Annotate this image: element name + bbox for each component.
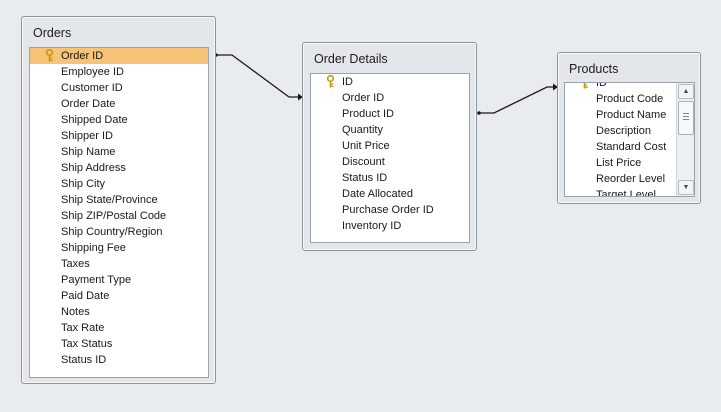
field-name: Reorder Level xyxy=(596,173,666,185)
field-row[interactable]: Order Date xyxy=(30,96,208,112)
order-details-table-window[interactable]: Order Details ID Order ID Product ID Quanti… xyxy=(302,42,477,251)
field-name: Target Level xyxy=(596,189,656,197)
field-name: Employee ID xyxy=(61,66,124,78)
field-row[interactable]: Ship City xyxy=(30,176,208,192)
field-row[interactable]: Order ID xyxy=(30,48,208,64)
scroll-down-arrow-icon[interactable]: ▼ xyxy=(678,180,694,195)
field-name: Ship ZIP/Postal Code xyxy=(61,210,167,222)
field-name: Notes xyxy=(61,306,90,318)
key-icon xyxy=(580,83,589,94)
field-row[interactable]: Unit Price xyxy=(311,138,469,154)
field-row[interactable]: Reorder Level xyxy=(565,171,694,187)
table-title: Products xyxy=(569,62,619,76)
field-row[interactable]: Paid Date xyxy=(30,288,208,304)
field-name: Description xyxy=(596,125,652,137)
field-name: Inventory ID xyxy=(342,220,402,232)
field-name: Status ID xyxy=(342,172,388,184)
relationship-products-orderdetails[interactable] xyxy=(477,83,558,115)
field-name: Standard Cost xyxy=(596,141,667,153)
field-row[interactable]: Taxes xyxy=(30,256,208,272)
field-row[interactable]: Customer ID xyxy=(30,80,208,96)
field-name: Tax Rate xyxy=(61,322,105,334)
field-name: Discount xyxy=(342,156,385,168)
field-name: Ship State/Province xyxy=(61,194,158,206)
field-row[interactable]: Notes xyxy=(30,304,208,320)
field-name: Status ID xyxy=(61,354,107,366)
field-row[interactable]: Ship ZIP/Postal Code xyxy=(30,208,208,224)
field-row[interactable]: Inventory ID xyxy=(311,218,469,234)
field-name: List Price xyxy=(596,157,642,169)
field-name: Product ID xyxy=(342,108,394,120)
field-row[interactable]: Standard Cost xyxy=(565,139,694,155)
field-name: Unit Price xyxy=(342,140,390,152)
field-name: Ship City xyxy=(61,178,106,190)
field-row[interactable]: ID xyxy=(565,82,694,94)
field-name: Taxes xyxy=(61,258,90,270)
key-icon xyxy=(326,74,335,93)
field-name: ID xyxy=(342,76,353,88)
field-name: Paid Date xyxy=(61,290,110,302)
field-list[interactable]: Order ID Employee ID Customer ID Order Date… xyxy=(29,47,209,378)
field-row[interactable]: Shipped Date xyxy=(30,112,208,128)
field-name: Tax Status xyxy=(61,338,113,350)
field-row[interactable]: Product Name xyxy=(565,107,694,123)
field-name: Shipped Date xyxy=(61,114,128,126)
field-name: Date Allocated xyxy=(342,188,413,200)
field-row[interactable]: Product Code xyxy=(565,91,694,107)
field-row[interactable]: Tax Status xyxy=(30,336,208,352)
field-row[interactable]: Target Level xyxy=(565,187,694,197)
field-name: Payment Type xyxy=(61,274,132,286)
field-name: Shipper ID xyxy=(61,130,113,142)
field-row[interactable]: Employee ID xyxy=(30,64,208,80)
field-name: Quantity xyxy=(342,124,383,136)
scroll-up-arrow-icon[interactable]: ▲ xyxy=(678,84,694,99)
relationship-orders-orderdetails[interactable] xyxy=(214,53,303,101)
field-name: Order ID xyxy=(342,92,385,104)
field-row[interactable]: Discount xyxy=(311,154,469,170)
field-name: Order ID xyxy=(61,50,104,62)
field-name: Product Name xyxy=(596,109,667,121)
field-row[interactable]: Shipping Fee xyxy=(30,240,208,256)
field-row[interactable]: List Price xyxy=(565,155,694,171)
scrollbar-thumb[interactable] xyxy=(678,101,694,135)
field-row[interactable]: Status ID xyxy=(311,170,469,186)
field-row[interactable]: Payment Type xyxy=(30,272,208,288)
field-row[interactable]: Tax Rate xyxy=(30,320,208,336)
field-row[interactable]: ID xyxy=(311,74,469,90)
field-name: Purchase Order ID xyxy=(342,204,434,216)
field-row[interactable]: Description xyxy=(565,123,694,139)
field-name: ID xyxy=(596,82,607,89)
field-row[interactable]: Ship Name xyxy=(30,144,208,160)
field-name: Shipping Fee xyxy=(61,242,126,254)
field-row[interactable]: Order ID xyxy=(311,90,469,106)
field-row[interactable]: Ship State/Province xyxy=(30,192,208,208)
key-icon xyxy=(45,48,54,67)
field-name: Customer ID xyxy=(61,82,123,94)
field-row[interactable]: Product ID xyxy=(311,106,469,122)
field-row[interactable]: Ship Country/Region xyxy=(30,224,208,240)
table-title: Orders xyxy=(33,26,72,40)
vertical-scrollbar[interactable]: ▲ ▼ xyxy=(676,83,694,196)
table-title: Order Details xyxy=(314,52,388,66)
field-name: Ship Name xyxy=(61,146,116,158)
field-row[interactable]: Ship Address xyxy=(30,160,208,176)
field-row[interactable]: Status ID xyxy=(30,352,208,368)
field-row[interactable]: Date Allocated xyxy=(311,186,469,202)
field-row[interactable]: Purchase Order ID xyxy=(311,202,469,218)
field-row[interactable]: Quantity xyxy=(311,122,469,138)
field-row[interactable]: Shipper ID xyxy=(30,128,208,144)
field-name: Product Code xyxy=(596,93,664,105)
field-name: Order Date xyxy=(61,98,116,110)
field-name: Ship Address xyxy=(61,162,126,174)
field-name: Ship Country/Region xyxy=(61,226,163,238)
